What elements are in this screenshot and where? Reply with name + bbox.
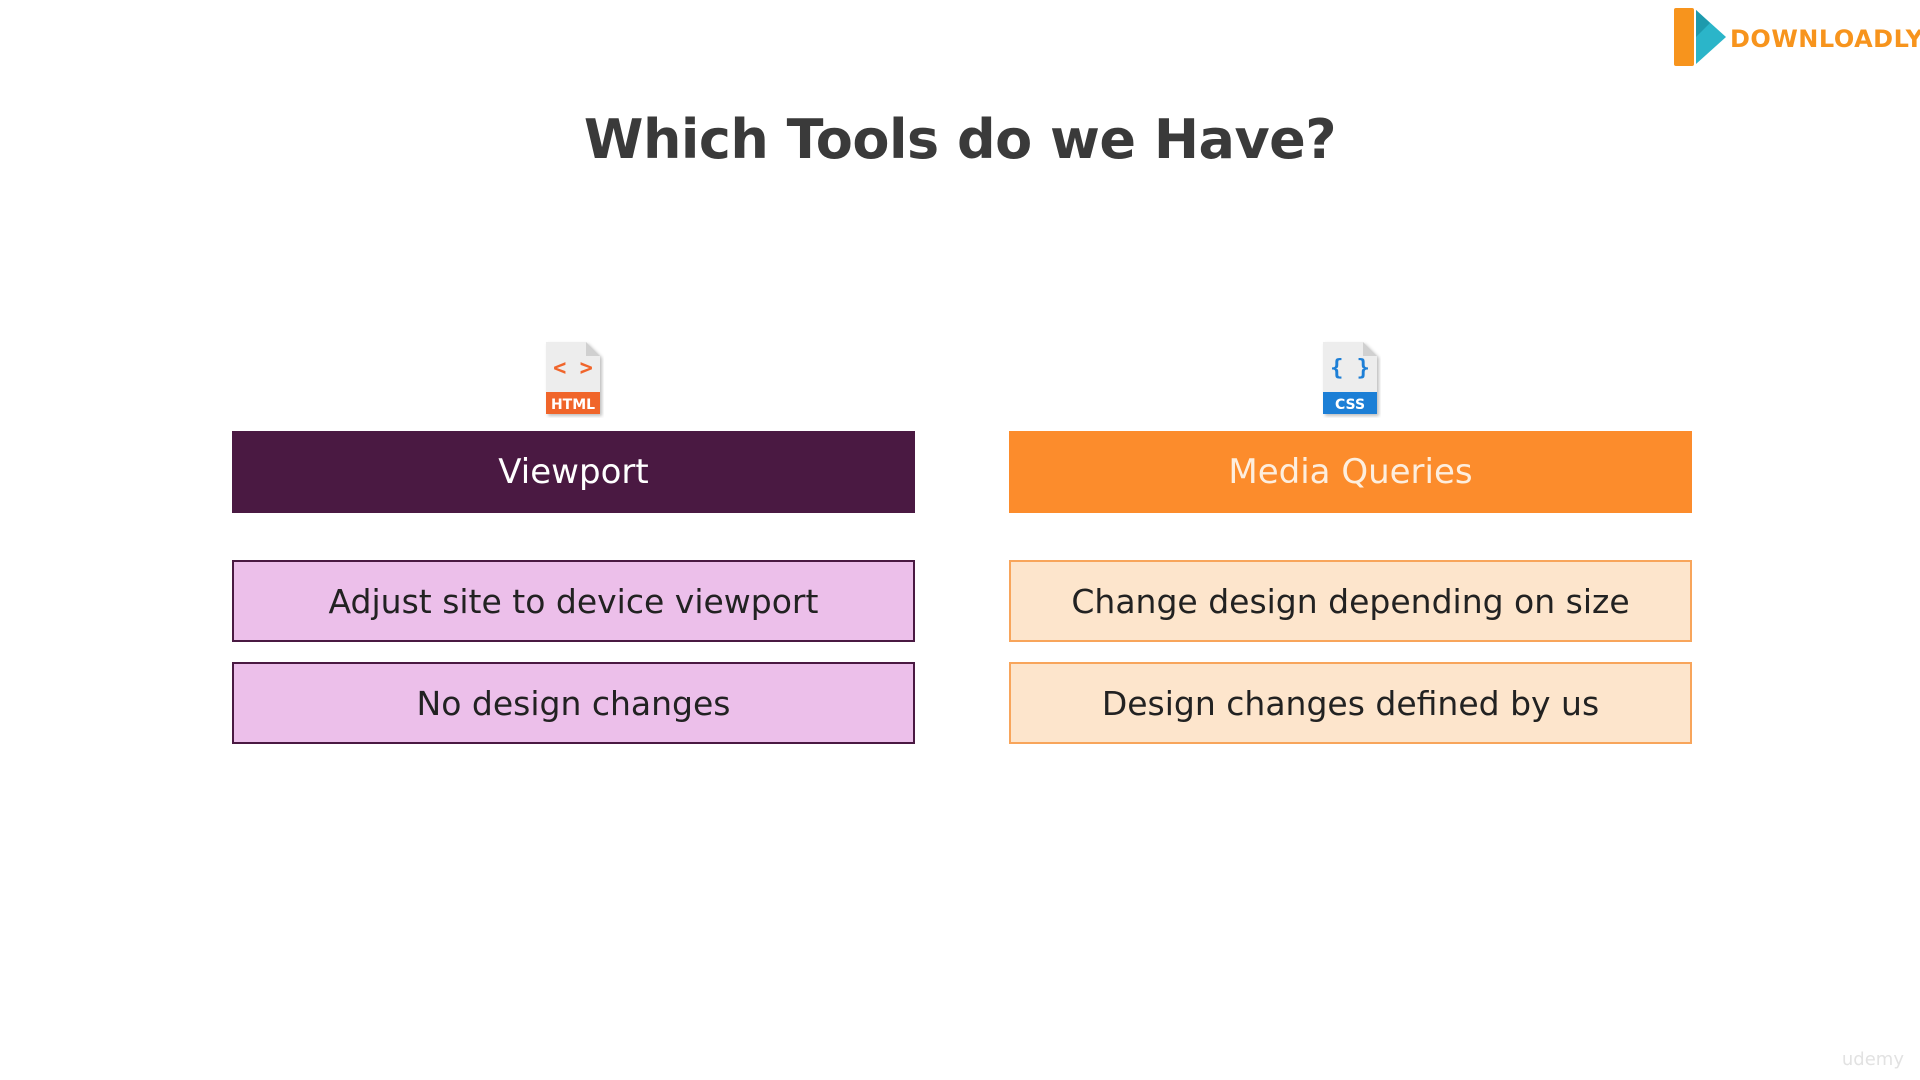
css-file-label: CSS — [1335, 397, 1365, 413]
viewport-item-adjust: Adjust site to device viewport — [232, 560, 915, 642]
html-glyph: < > — [553, 356, 593, 381]
slide-title: Which Tools do we Have? — [583, 108, 1337, 171]
media-item-defined-by-us: Design changes defined by us — [1009, 662, 1692, 744]
html-file-label: HTML — [551, 397, 595, 413]
viewport-header: Viewport — [232, 431, 915, 513]
downloadly-logo: DOWNLOADLY.IR — [1672, 6, 1920, 68]
logo-text: DOWNLOADLY.IR — [1730, 25, 1920, 53]
media-queries-header: Media Queries — [1009, 431, 1692, 513]
udemy-watermark: udemy — [1841, 1049, 1904, 1070]
css-file-icon: { } CSS — [1319, 340, 1381, 418]
viewport-item-no-changes: No design changes — [232, 662, 915, 744]
play-icon — [1674, 8, 1726, 66]
css-glyph: { } — [1330, 356, 1370, 381]
html-file-icon: < > HTML — [542, 340, 604, 418]
media-item-change-design: Change design depending on size — [1009, 560, 1692, 642]
